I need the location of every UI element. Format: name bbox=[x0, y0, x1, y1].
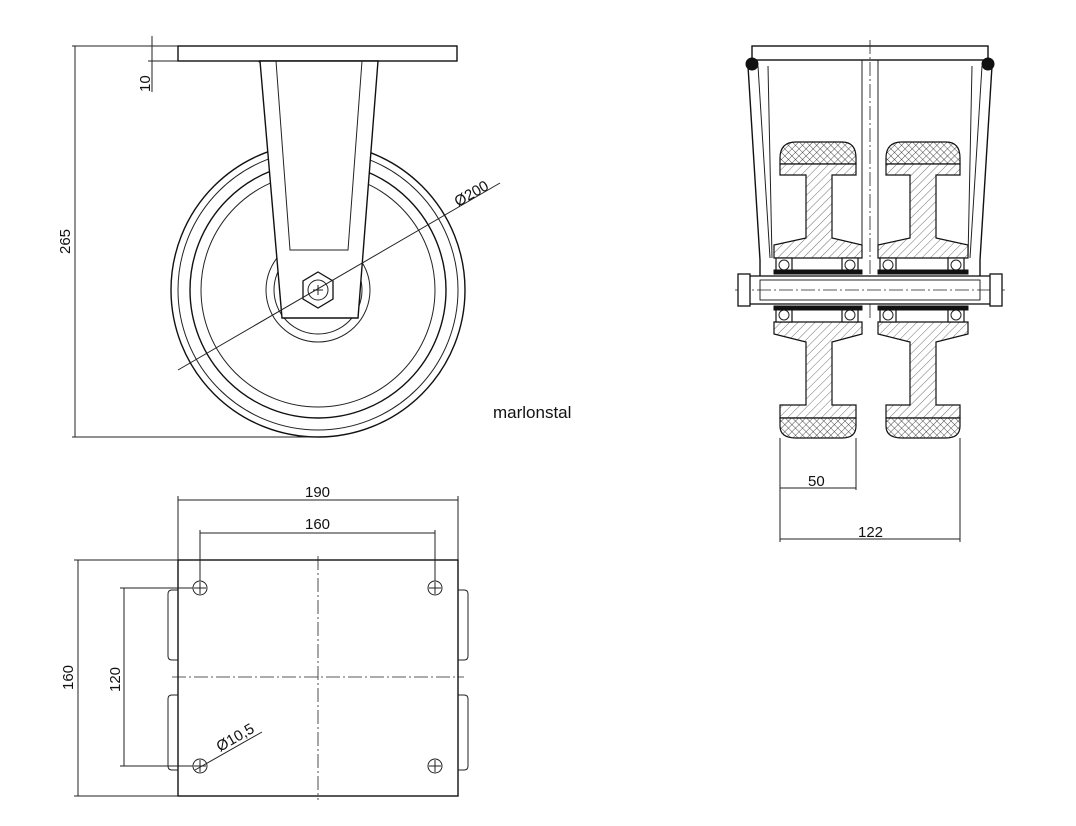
hole-diameter-leader bbox=[194, 731, 263, 771]
plate-width-label: 190 bbox=[305, 484, 330, 501]
fork-leg-right-outer bbox=[979, 65, 993, 295]
front-view: 50 122 bbox=[735, 40, 1005, 542]
axle-head bbox=[737, 273, 751, 307]
plate-length-label: 160 bbox=[60, 665, 77, 690]
wheel-diameter-label: Ø200 bbox=[452, 177, 492, 210]
axle-nut-front bbox=[989, 273, 1003, 307]
mounting-hole bbox=[192, 580, 208, 596]
spacer-band-left-bottom bbox=[773, 305, 863, 311]
right-web-top bbox=[877, 163, 969, 259]
right-tread-top bbox=[885, 141, 961, 165]
right-wheel-section bbox=[877, 141, 969, 439]
hole-spacing-y-label: 120 bbox=[107, 667, 124, 692]
hub-width-label: 50 bbox=[808, 473, 825, 490]
overall-width-label: 122 bbox=[858, 524, 883, 541]
hole-diameter-label: Ø10,5 bbox=[214, 720, 258, 755]
left-tread-bottom bbox=[779, 417, 857, 439]
plate-tab-left-bottom bbox=[167, 694, 178, 771]
plate-tab-right-top bbox=[458, 589, 469, 661]
spacer-band-right-top bbox=[877, 269, 969, 275]
plate-thickness-label: 10 bbox=[137, 75, 154, 92]
right-tread-bottom bbox=[885, 417, 961, 439]
side-view: Ø200 265 10 bbox=[57, 36, 501, 438]
axle-bolt-icon bbox=[307, 279, 329, 301]
right-web-bottom bbox=[877, 321, 969, 419]
plate-end-left bbox=[745, 57, 759, 71]
brand-label: marlonstal bbox=[493, 403, 571, 422]
mounting-hole bbox=[427, 758, 443, 774]
left-tread-top bbox=[779, 141, 857, 165]
plate-top-view: 190 160 160 120 Ø10,5 bbox=[60, 484, 469, 800]
spacer-band-right-bottom bbox=[877, 305, 969, 311]
hole-spacing-x-label: 160 bbox=[305, 516, 330, 533]
plate-tab-left-top bbox=[167, 589, 178, 661]
fork-body bbox=[259, 60, 379, 319]
mounting-hole bbox=[192, 758, 208, 774]
fork-leg-left-outer bbox=[747, 65, 761, 295]
plate-end-right bbox=[981, 57, 995, 71]
spacer-band-left-top bbox=[773, 269, 863, 275]
mounting-plate bbox=[177, 45, 458, 62]
plate-tab-right-bottom bbox=[458, 694, 469, 771]
left-wheel-section bbox=[773, 141, 863, 439]
diameter-line bbox=[177, 182, 501, 371]
left-web-bottom bbox=[773, 321, 863, 419]
height-label: 265 bbox=[57, 229, 74, 254]
left-web-top bbox=[773, 163, 863, 259]
fork-inner-edge bbox=[275, 60, 363, 251]
mounting-hole bbox=[427, 580, 443, 596]
